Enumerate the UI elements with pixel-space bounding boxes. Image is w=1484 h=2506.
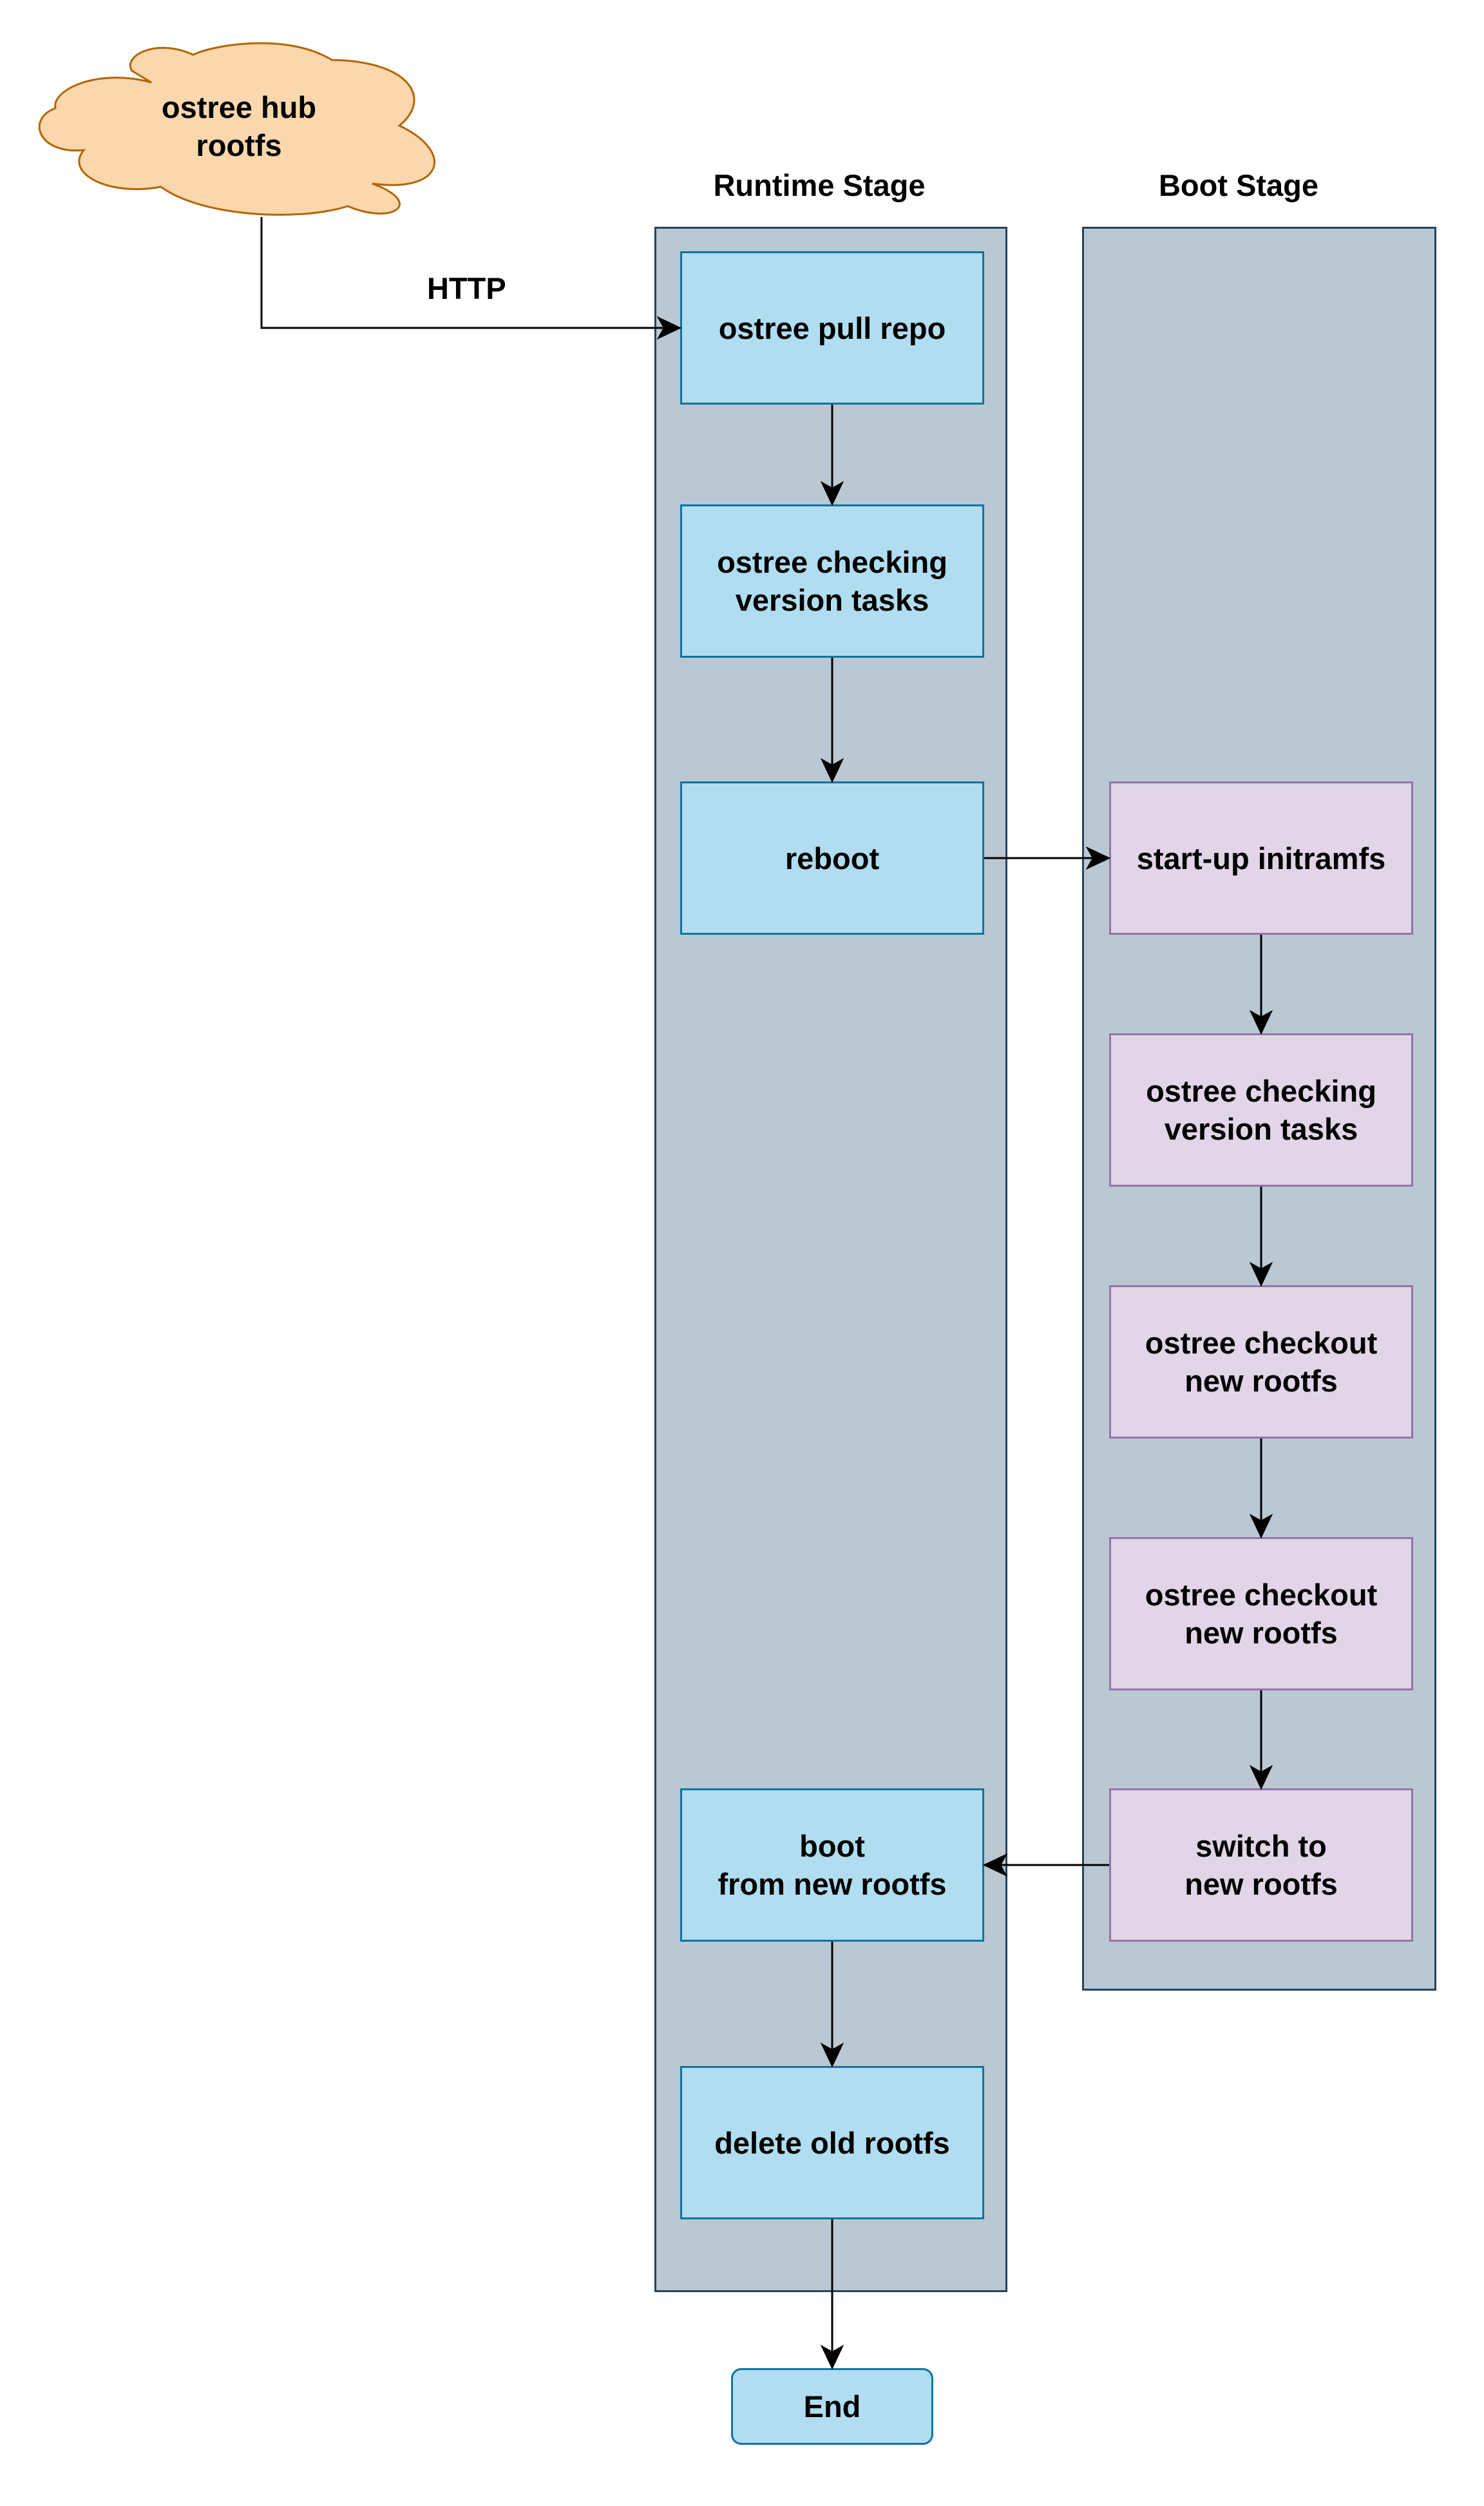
node-runtime-checking-version: ostree checking version tasks: [680, 504, 984, 658]
edge-label-http: HTTP: [427, 271, 506, 305]
node-switch-to-new-rootfs: switch to new rootfs: [1109, 1788, 1413, 1942]
node-ostree-checkout-1: ostree checkout new rootfs: [1109, 1285, 1413, 1439]
boot-stage-title: Boot Stage: [1158, 168, 1319, 202]
node-ostree-pull-repo: ostree pull repo: [680, 251, 984, 405]
node-reboot: reboot: [680, 781, 984, 935]
arrowhead-to-end: [820, 2344, 844, 2370]
node-ostree-checkout-2: ostree checkout new rootfs: [1109, 1537, 1413, 1690]
node-delete-old-rootfs: delete old rootfs: [680, 2066, 984, 2219]
cloud-label: ostree hub rootfs: [161, 90, 317, 162]
node-end: End: [731, 2368, 933, 2445]
runtime-stage-title: Runtime Stage: [713, 168, 926, 202]
node-start-up-initramfs: start-up initramfs: [1109, 781, 1413, 935]
node-boot-checking-version: ostree checking version tasks: [1109, 1033, 1413, 1187]
node-boot-from-new-rootfs: boot from new rootfs: [680, 1788, 984, 1942]
